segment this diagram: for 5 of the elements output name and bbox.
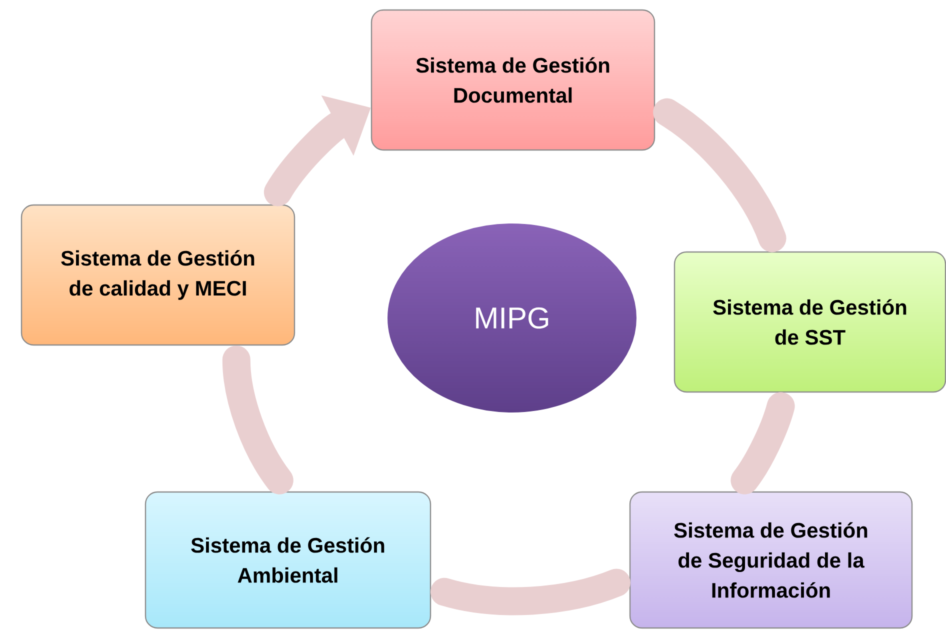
system-box: Sistema de Gestión de SST <box>674 251 946 393</box>
system-box: Sistema de Gestión de calidad y MECI <box>20 204 296 346</box>
system-box: Sistema de Gestión Ambiental <box>144 491 432 629</box>
system-box: Sistema de Gestión de Seguridad de la Información <box>629 491 913 629</box>
system-box: Sistema de Gestión Documental <box>370 9 656 151</box>
